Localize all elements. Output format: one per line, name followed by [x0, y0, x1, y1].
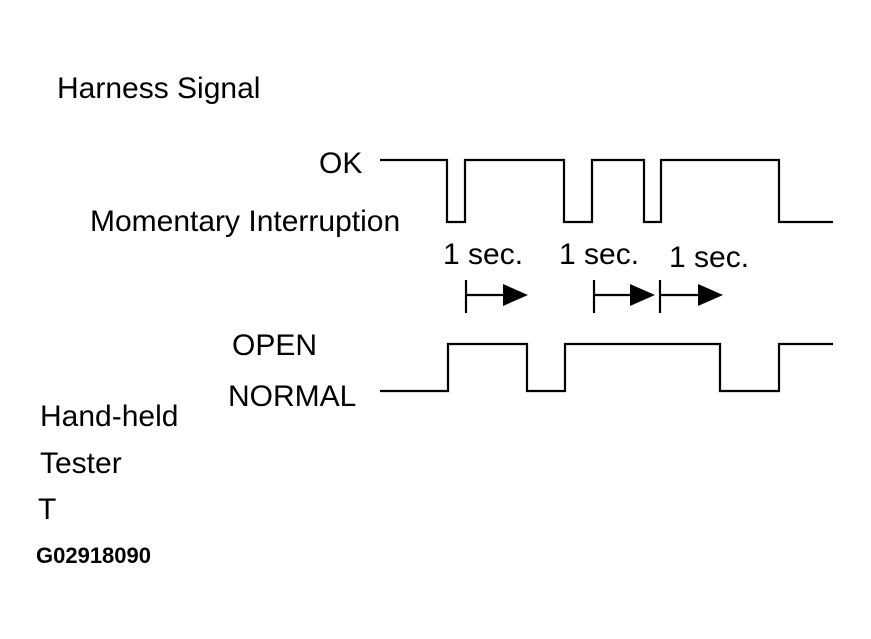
- duration-arrow-2: [592, 280, 655, 313]
- arrowhead-icon: [698, 284, 723, 306]
- tester-name-line1: Hand-held: [40, 400, 178, 433]
- duration-label-2: 1 sec.: [559, 238, 639, 271]
- duration-label-3: 1 sec.: [669, 241, 749, 274]
- tester-normal-label: NORMAL: [228, 380, 356, 413]
- tester-name-line2: Tester: [40, 447, 122, 480]
- diagram-title: Harness Signal: [57, 72, 260, 105]
- tester-open-label: OPEN: [232, 329, 317, 362]
- tester-signal-waveform: [380, 342, 833, 393]
- figure-code: G02918090: [36, 543, 151, 568]
- duration-arrow-1: [464, 280, 528, 313]
- harness-ok-label: OK: [319, 147, 362, 180]
- harness-interruption-label: Momentary Interruption: [90, 205, 400, 238]
- arrowhead-icon: [503, 284, 528, 306]
- duration-label-1: 1 sec.: [443, 238, 523, 271]
- duration-arrow-3: [658, 280, 723, 313]
- arrowhead-icon: [630, 284, 655, 306]
- harness-signal-waveform: [380, 158, 833, 224]
- tester-name-line3: T: [38, 493, 56, 526]
